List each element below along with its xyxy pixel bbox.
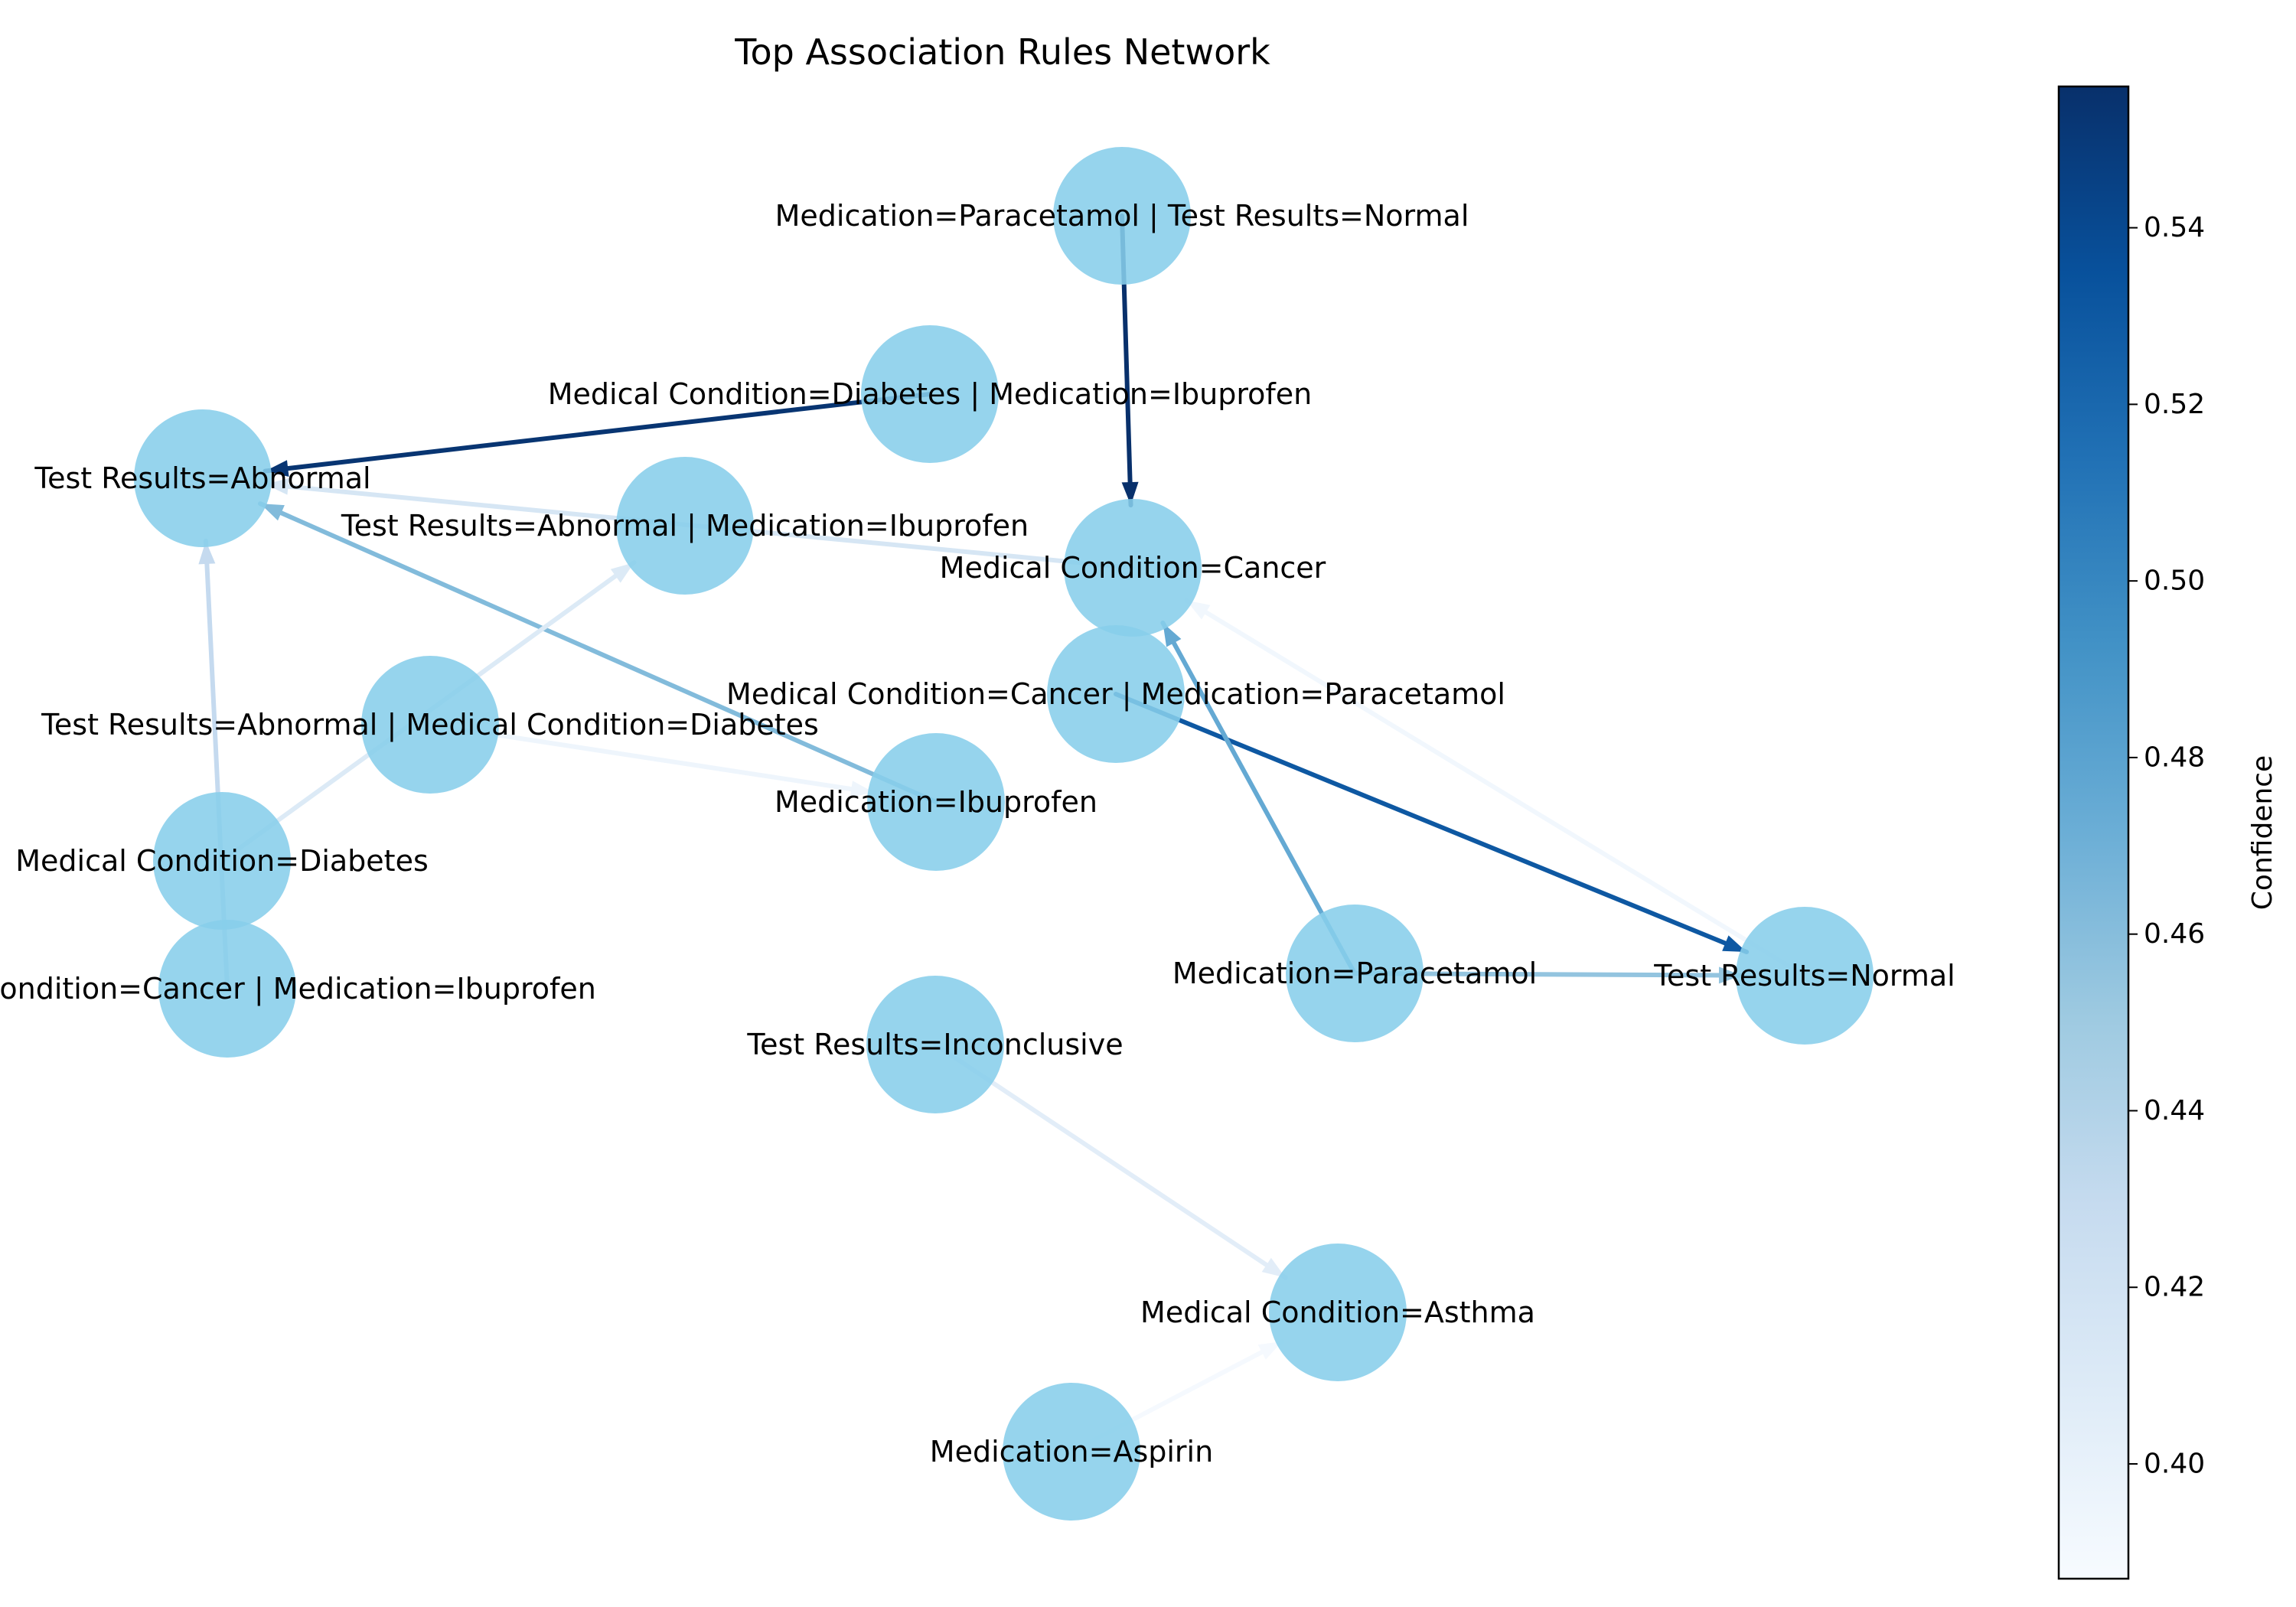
edge-test_inconclusive-to-asthma — [933, 1042, 1288, 1280]
colorbar-tick-label: 0.40 — [2144, 1449, 2205, 1480]
edge-arrowhead — [1257, 1341, 1283, 1360]
node-test_inconclusive[interactable] — [866, 976, 1004, 1113]
edge-arrowhead — [265, 460, 289, 478]
edge-test_normal-to-cancer — [1184, 598, 1807, 978]
node-label: Medication=Aspirin — [930, 1435, 1213, 1468]
edge-arrowhead — [1163, 622, 1182, 647]
edge-line — [263, 392, 932, 474]
node-label: Test Results=Abnormal — [34, 461, 370, 495]
node-abn_ibu[interactable] — [616, 457, 754, 595]
node-label: Medication=Ibuprofen — [775, 785, 1097, 819]
labels-layer: Medication=Paracetamol | Test Results=No… — [0, 199, 1955, 1468]
node-med_para_test_normal[interactable] — [1053, 147, 1191, 285]
node-label: Medical Condition=Cancer — [940, 551, 1326, 585]
node-label: Test Results=Abnormal | Medication=Ibupr… — [341, 509, 1029, 543]
node-abn_diab[interactable] — [361, 656, 499, 794]
node-asthma[interactable] — [1269, 1244, 1407, 1381]
node-label: Medication=Paracetamol — [1172, 957, 1537, 990]
colorbar-tick-label: 0.48 — [2144, 742, 2205, 773]
colorbar: 0.40 0.42 0.44 0.46 0.48 0.50 0.52 0.54 Confide… — [2057, 85, 2278, 1580]
colorbar-tick-label: 0.46 — [2144, 918, 2205, 950]
colorbar-gradient — [2057, 85, 2130, 1580]
node-aspirin[interactable] — [1003, 1383, 1140, 1521]
node-paracetamol[interactable] — [1286, 905, 1424, 1042]
edge-arrowhead — [1261, 1257, 1286, 1278]
node-label: Medical Condition=Cancer | Medication=Ib… — [0, 972, 596, 1006]
edge-diab_ibu-to-test_abnormal — [263, 392, 932, 478]
node-label: Medication=Paracetamol | Test Results=No… — [775, 199, 1469, 233]
node-label: Test Results=Inconclusive — [746, 1028, 1123, 1061]
node-label: Test Results=Abnormal | Medical Conditio… — [41, 708, 819, 742]
chart-title: Top Association Rules Network — [734, 31, 1270, 73]
edge-arrowhead — [1718, 966, 1743, 984]
edge-line — [933, 1042, 1288, 1280]
colorbar-tick-label: 0.52 — [2144, 389, 2205, 420]
node-cancer[interactable] — [1064, 499, 1202, 637]
node-diab_ibu[interactable] — [861, 325, 999, 463]
edge-arrowhead — [260, 504, 285, 521]
edge-arrowhead — [1121, 481, 1139, 506]
edge-arrowhead — [1722, 935, 1747, 952]
node-ibuprofen[interactable] — [867, 733, 1005, 871]
edge-arrowhead — [610, 562, 634, 583]
colorbar-tick-label: 0.44 — [2144, 1095, 2205, 1126]
node-diabetes[interactable] — [153, 792, 291, 930]
node-label: Medical Condition=Cancer | Medication=Pa… — [726, 677, 1505, 712]
colorbar-tick-label: 0.50 — [2144, 566, 2205, 597]
edge-arrowhead — [1186, 600, 1211, 620]
node-label: Medical Condition=Diabetes — [15, 844, 429, 878]
node-label: Medical Condition=Asthma — [1140, 1296, 1535, 1329]
edge-ibuprofen-to-test_abnormal — [258, 501, 938, 804]
edge-cancer_para-to-test_normal — [1114, 692, 1750, 954]
node-label: Medical Condition=Diabetes | Medication=… — [548, 377, 1313, 412]
edge-line — [1184, 598, 1807, 978]
node-label: Test Results=Normal — [1653, 959, 1955, 993]
edge-arrowhead — [265, 478, 289, 495]
node-cancer_para[interactable] — [1047, 625, 1185, 763]
node-cancer_ibu[interactable] — [158, 920, 296, 1058]
edge-line — [1114, 692, 1750, 954]
edge-arrowhead — [198, 540, 216, 565]
node-test_normal[interactable] — [1736, 907, 1874, 1045]
edge-line — [258, 501, 938, 804]
colorbar-tick-label: 0.54 — [2144, 212, 2205, 243]
colorbar-ticks: 0.40 0.42 0.44 0.46 0.48 0.50 0.52 0.54 — [2128, 212, 2205, 1480]
node-test_abnormal[interactable] — [134, 409, 272, 547]
colorbar-tick-label: 0.42 — [2144, 1272, 2205, 1303]
edge-line — [428, 722, 876, 795]
nodes-layer — [134, 147, 1874, 1521]
colorbar-label: Confidence — [2247, 755, 2278, 910]
